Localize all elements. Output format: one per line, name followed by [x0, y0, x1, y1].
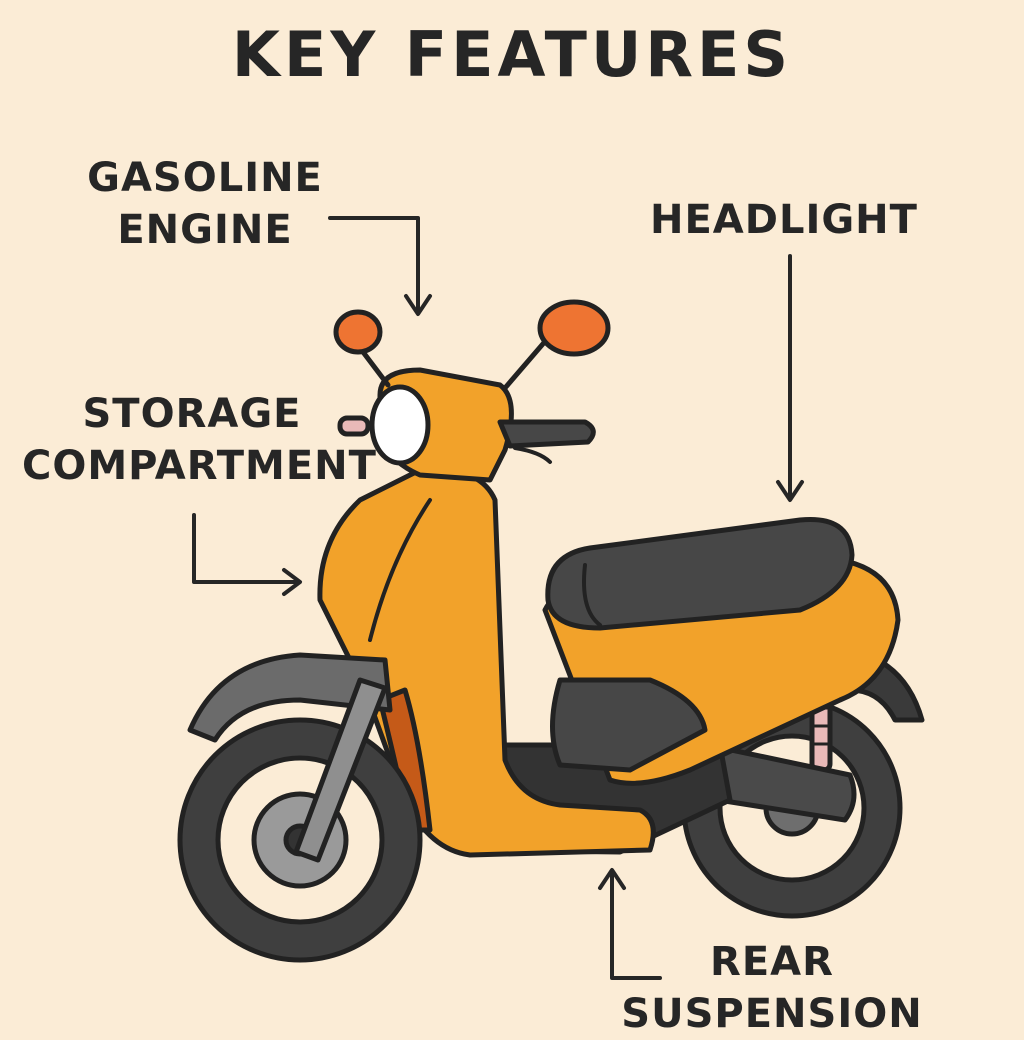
front-fork [293, 677, 388, 863]
side-panel [550, 677, 708, 773]
label-line: HEADLIGHT [650, 197, 918, 243]
headlight-lamp [369, 384, 431, 466]
left-grip [337, 415, 371, 437]
engine-arrow [328, 216, 432, 316]
headlight-label: HEADLIGHT [650, 194, 918, 246]
left-mirror [333, 309, 383, 355]
label-line: ENGINE [117, 207, 293, 253]
handlebar-grip [497, 419, 596, 449]
label-line: REAR [710, 939, 834, 985]
front-fender [187, 652, 393, 743]
page-title: KEY FEATURES [231, 18, 793, 91]
storage-arrow [192, 513, 302, 596]
rear-suspension-label: REAR SUSPENSION [612, 936, 932, 1040]
storage-compartment-label: STORAGE COMPARTMENT [22, 388, 377, 492]
gasoline-engine-label: GASOLINE ENGINE [80, 152, 330, 256]
right-mirror [537, 299, 611, 357]
label-line: GASOLINE [87, 155, 323, 201]
label-line: STORAGE [82, 391, 302, 437]
label-line: SUSPENSION [621, 991, 923, 1037]
headlight-arrow [776, 254, 804, 502]
label-line: COMPARTMENT [22, 443, 377, 489]
seat [545, 516, 855, 631]
rear-suspension-arrow [598, 868, 662, 980]
